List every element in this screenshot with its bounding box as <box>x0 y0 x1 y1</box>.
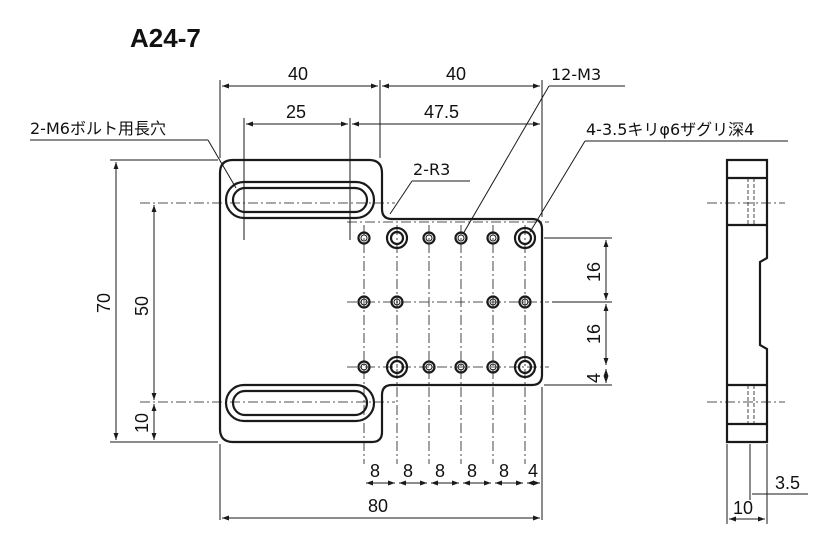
dim-bottom-8: 8 <box>467 461 477 481</box>
dim-slot-25: 25 <box>286 102 306 122</box>
dim-bottom-4: 4 <box>528 461 538 481</box>
drawing-title: A24-7 <box>130 23 201 53</box>
dim-47-5: 47.5 <box>424 102 459 122</box>
dim-bottom-8: 8 <box>370 461 380 481</box>
dim-height-70: 70 <box>94 293 114 313</box>
dim-right-16-bottom: 16 <box>584 324 604 344</box>
dim-height-10: 10 <box>132 413 152 433</box>
dim-top-left-40: 40 <box>288 64 308 84</box>
slot-top <box>224 180 376 220</box>
dim-top-right-40: 40 <box>446 64 466 84</box>
side-view <box>707 158 808 524</box>
dim-side-3-5: 3.5 <box>775 473 800 493</box>
plate-outline <box>218 158 544 444</box>
callout-counterbore-note: 4-3.5キリφ6ザグリ深4 <box>586 120 754 139</box>
side-outline <box>725 158 769 444</box>
callout-tap-note: 12-M3 <box>551 65 601 84</box>
dim-right-4: 4 <box>584 373 604 383</box>
counterbore-holes <box>385 226 537 379</box>
dim-overall-80: 80 <box>368 496 388 516</box>
m3-tap-holes <box>357 231 532 374</box>
dim-bottom-8: 8 <box>435 461 445 481</box>
dim-bottom-8: 8 <box>499 461 509 481</box>
callout-slot-note: 2-M6ボルト用長穴 <box>30 119 166 138</box>
dim-side-10: 10 <box>733 498 753 518</box>
front-view <box>30 80 788 521</box>
dim-bottom-8: 8 <box>403 461 413 481</box>
slot-bottom <box>224 383 376 423</box>
dim-right-16-top: 16 <box>584 262 604 282</box>
dim-height-50: 50 <box>132 296 152 316</box>
callout-radius-note: 2-R3 <box>413 160 450 179</box>
